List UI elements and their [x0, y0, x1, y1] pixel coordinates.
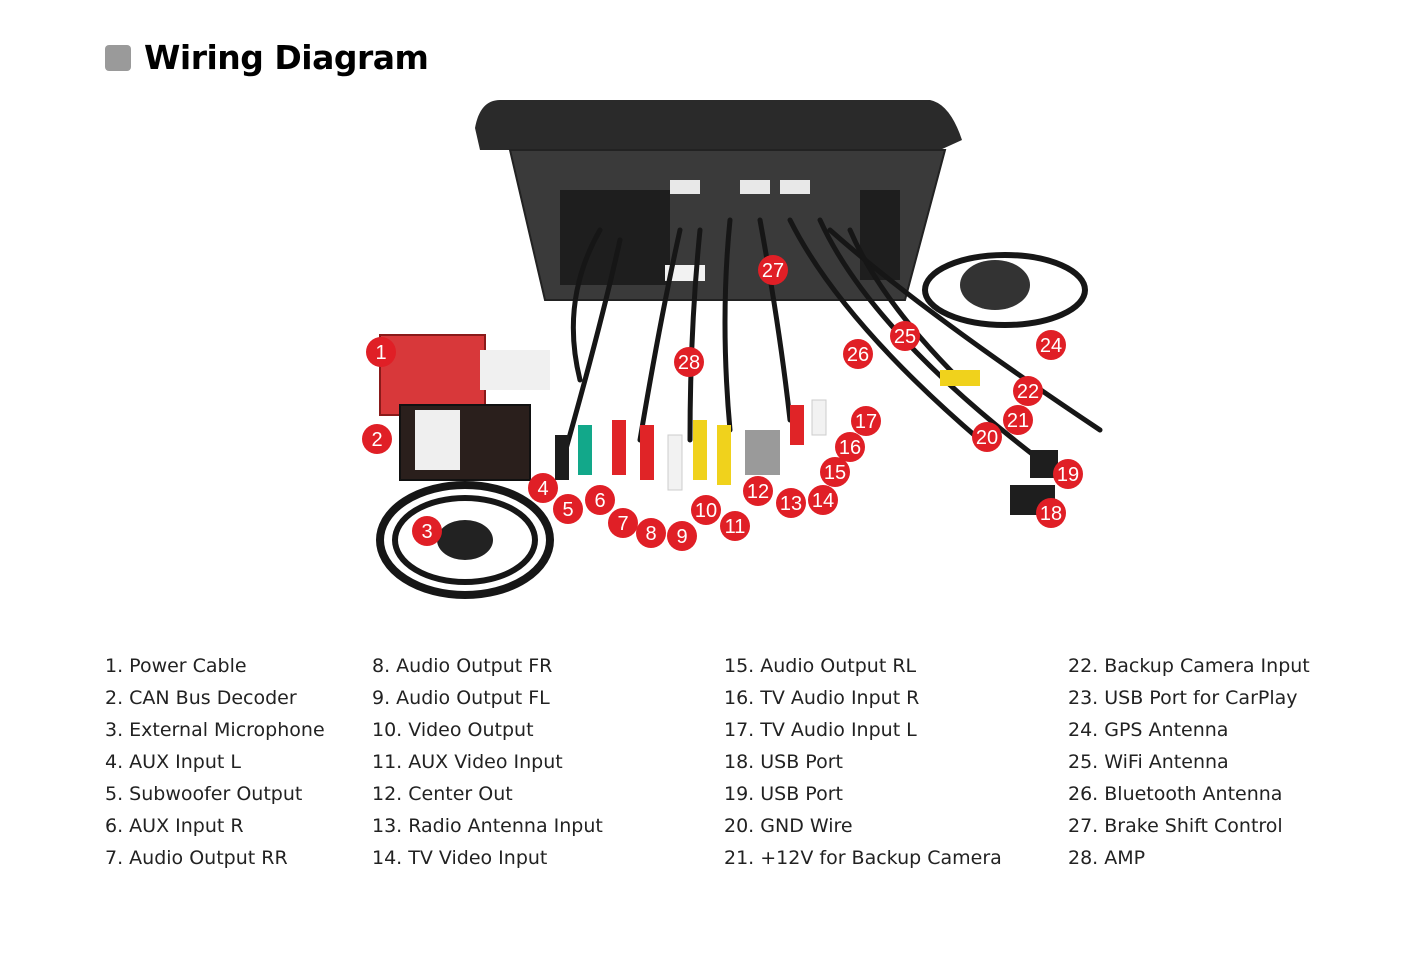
callout-badge-2: 2 — [362, 424, 392, 454]
callout-number: 7 — [617, 513, 628, 535]
legend-item: 17. TV Audio Input L — [724, 719, 917, 741]
callout-badge-5: 5 — [553, 494, 583, 524]
legend-item: 11. AUX Video Input — [372, 751, 563, 773]
square-bullet-icon — [105, 44, 131, 71]
callout-number: 4 — [537, 478, 548, 500]
callout-number: 14 — [812, 490, 834, 512]
legend-item: 28. AMP — [1068, 847, 1146, 869]
callout-number: 19 — [1057, 464, 1079, 486]
callout-badge-19: 19 — [1053, 459, 1083, 489]
legend-item: 21. +12V for Backup Camera — [724, 847, 1002, 869]
microphone — [376, 481, 554, 599]
callout-number: 26 — [847, 344, 869, 366]
callout-number: 5 — [562, 499, 573, 521]
callout-badge-24: 24 — [1036, 330, 1066, 360]
legend-item: 9. Audio Output FL — [372, 687, 550, 709]
legend-item: 20. GND Wire — [724, 815, 853, 837]
callout-badge-21: 21 — [1003, 405, 1033, 435]
legend-item: 7. Audio Output RR — [105, 847, 288, 869]
head-unit — [475, 100, 962, 301]
callout-number: 13 — [780, 493, 802, 515]
callout-badge-3: 3 — [412, 516, 442, 546]
callout-badge-8: 8 — [636, 518, 666, 548]
legend-item: 1. Power Cable — [105, 655, 247, 677]
cable-bundle — [557, 217, 1103, 473]
callout-number: 28 — [678, 352, 700, 374]
legend-item: 25. WiFi Antenna — [1068, 751, 1229, 773]
section-header: Wiring Diagram — [105, 38, 429, 77]
callout-number: 3 — [421, 521, 432, 543]
legend: 1. Power Cable 2. CAN Bus Decoder 3. Ext… — [0, 650, 1421, 880]
callout-badge-11: 11 — [720, 511, 750, 541]
legend-item: 2. CAN Bus Decoder — [105, 687, 297, 709]
callout-badge-1: 1 — [366, 337, 396, 367]
callout-number: 9 — [676, 526, 687, 548]
gps-antenna — [922, 252, 1088, 328]
legend-item: 15. Audio Output RL — [724, 655, 917, 677]
legend-column-2: 8. Audio Output FR 9. Audio Output FL 10… — [372, 650, 603, 874]
legend-item: 14. TV Video Input — [372, 847, 548, 869]
wiring-photo: 1234567891011121314151617181920212223242… — [362, 100, 1103, 599]
callout-number: 11 — [725, 516, 746, 538]
legend-item: 4. AUX Input L — [105, 751, 241, 773]
callout-number: 21 — [1007, 410, 1029, 432]
callout-number: 12 — [747, 481, 769, 503]
legend-item: 23. USB Port for CarPlay — [1068, 687, 1298, 709]
callout-number: 8 — [645, 523, 656, 545]
callout-number: 6 — [594, 490, 605, 512]
callout-badge-25: 25 — [890, 321, 920, 351]
callout-badge-28: 28 — [674, 347, 704, 377]
callout-number: 10 — [695, 500, 717, 522]
callout-badge-6: 6 — [585, 485, 615, 515]
callout-number: 17 — [855, 411, 877, 433]
callout-badge-12: 12 — [743, 476, 773, 506]
legend-item: 3. External Microphone — [105, 719, 325, 741]
legend-column-1: 1. Power Cable 2. CAN Bus Decoder 3. Ext… — [105, 650, 325, 874]
callout-badge-15: 15 — [820, 457, 850, 487]
legend-item: 26. Bluetooth Antenna — [1068, 783, 1283, 805]
canbus-decoder — [399, 404, 531, 481]
legend-item: 22. Backup Camera Input — [1068, 655, 1310, 677]
page-title: Wiring Diagram — [144, 38, 429, 77]
power-harness — [379, 334, 550, 416]
callout-number: 27 — [762, 260, 784, 282]
callout-badge-10: 10 — [691, 495, 721, 525]
callout-badge-20: 20 — [972, 422, 1002, 452]
callout-badge-14: 14 — [808, 485, 838, 515]
callout-number: 24 — [1040, 335, 1062, 357]
legend-item: 18. USB Port — [724, 751, 843, 773]
rca-connectors — [555, 370, 980, 491]
callout-badge-7: 7 — [608, 508, 638, 538]
callout-badge-4: 4 — [528, 473, 558, 503]
callout-number: 22 — [1017, 381, 1039, 403]
callout-number: 1 — [375, 342, 386, 364]
legend-item: 10. Video Output — [372, 719, 534, 741]
legend-item: 8. Audio Output FR — [372, 655, 553, 677]
legend-item: 12. Center Out — [372, 783, 513, 805]
legend-item: 24. GPS Antenna — [1068, 719, 1229, 741]
legend-item: 6. AUX Input R — [105, 815, 244, 837]
legend-item: 27. Brake Shift Control — [1068, 815, 1283, 837]
legend-item: 16. TV Audio Input R — [724, 687, 920, 709]
legend-column-3: 15. Audio Output RL 16. TV Audio Input R… — [724, 650, 1002, 874]
callout-number: 20 — [976, 427, 998, 449]
callout-badge-22: 22 — [1013, 376, 1043, 406]
legend-column-4: 22. Backup Camera Input 23. USB Port for… — [1068, 650, 1310, 874]
callout-badge-17: 17 — [851, 406, 881, 436]
callout-badge-16: 16 — [835, 432, 865, 462]
callout-number: 2 — [371, 429, 382, 451]
callout-badge-26: 26 — [843, 339, 873, 369]
callout-badge-18: 18 — [1036, 498, 1066, 528]
callout-number: 16 — [839, 437, 861, 459]
callout-number: 18 — [1040, 503, 1062, 525]
callout-badge-27: 27 — [758, 255, 788, 285]
callout-number: 25 — [894, 326, 916, 348]
callout-badge-9: 9 — [667, 521, 697, 551]
legend-item: 5. Subwoofer Output — [105, 783, 303, 805]
legend-item: 13. Radio Antenna Input — [372, 815, 603, 837]
callout-badge-13: 13 — [776, 488, 806, 518]
legend-item: 19. USB Port — [724, 783, 843, 805]
callout-number: 15 — [824, 462, 846, 484]
